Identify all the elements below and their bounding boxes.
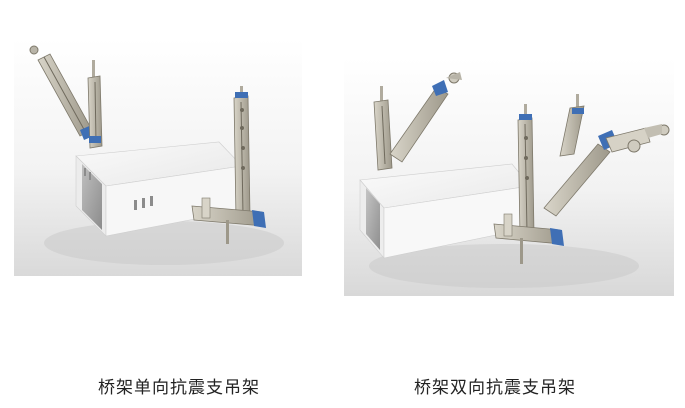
longitudinal-brace bbox=[543, 94, 670, 217]
render-double-direction bbox=[344, 58, 674, 296]
photo-double-direction-support bbox=[344, 58, 674, 296]
photo-single-direction-support bbox=[14, 38, 302, 276]
render-single-direction bbox=[14, 38, 302, 276]
caption-double-direction: 桥架双向抗震支吊架 bbox=[414, 378, 576, 398]
center-hanger-rod bbox=[517, 104, 535, 237]
left-hanger-rod bbox=[87, 60, 103, 149]
transverse-brace bbox=[373, 72, 462, 171]
caption-single-direction: 桥架单向抗震支吊架 bbox=[98, 378, 260, 398]
figure-double-direction: 桥架双向抗震支吊架 bbox=[340, 0, 685, 408]
cable-tray bbox=[359, 163, 531, 259]
bottom-cross-channel bbox=[493, 213, 564, 264]
cable-tray bbox=[75, 141, 243, 237]
right-hanger-rod bbox=[233, 86, 251, 219]
bottom-cross-channel bbox=[191, 197, 266, 244]
figure-single-direction: 桥架单向抗震支吊架 bbox=[0, 0, 340, 408]
